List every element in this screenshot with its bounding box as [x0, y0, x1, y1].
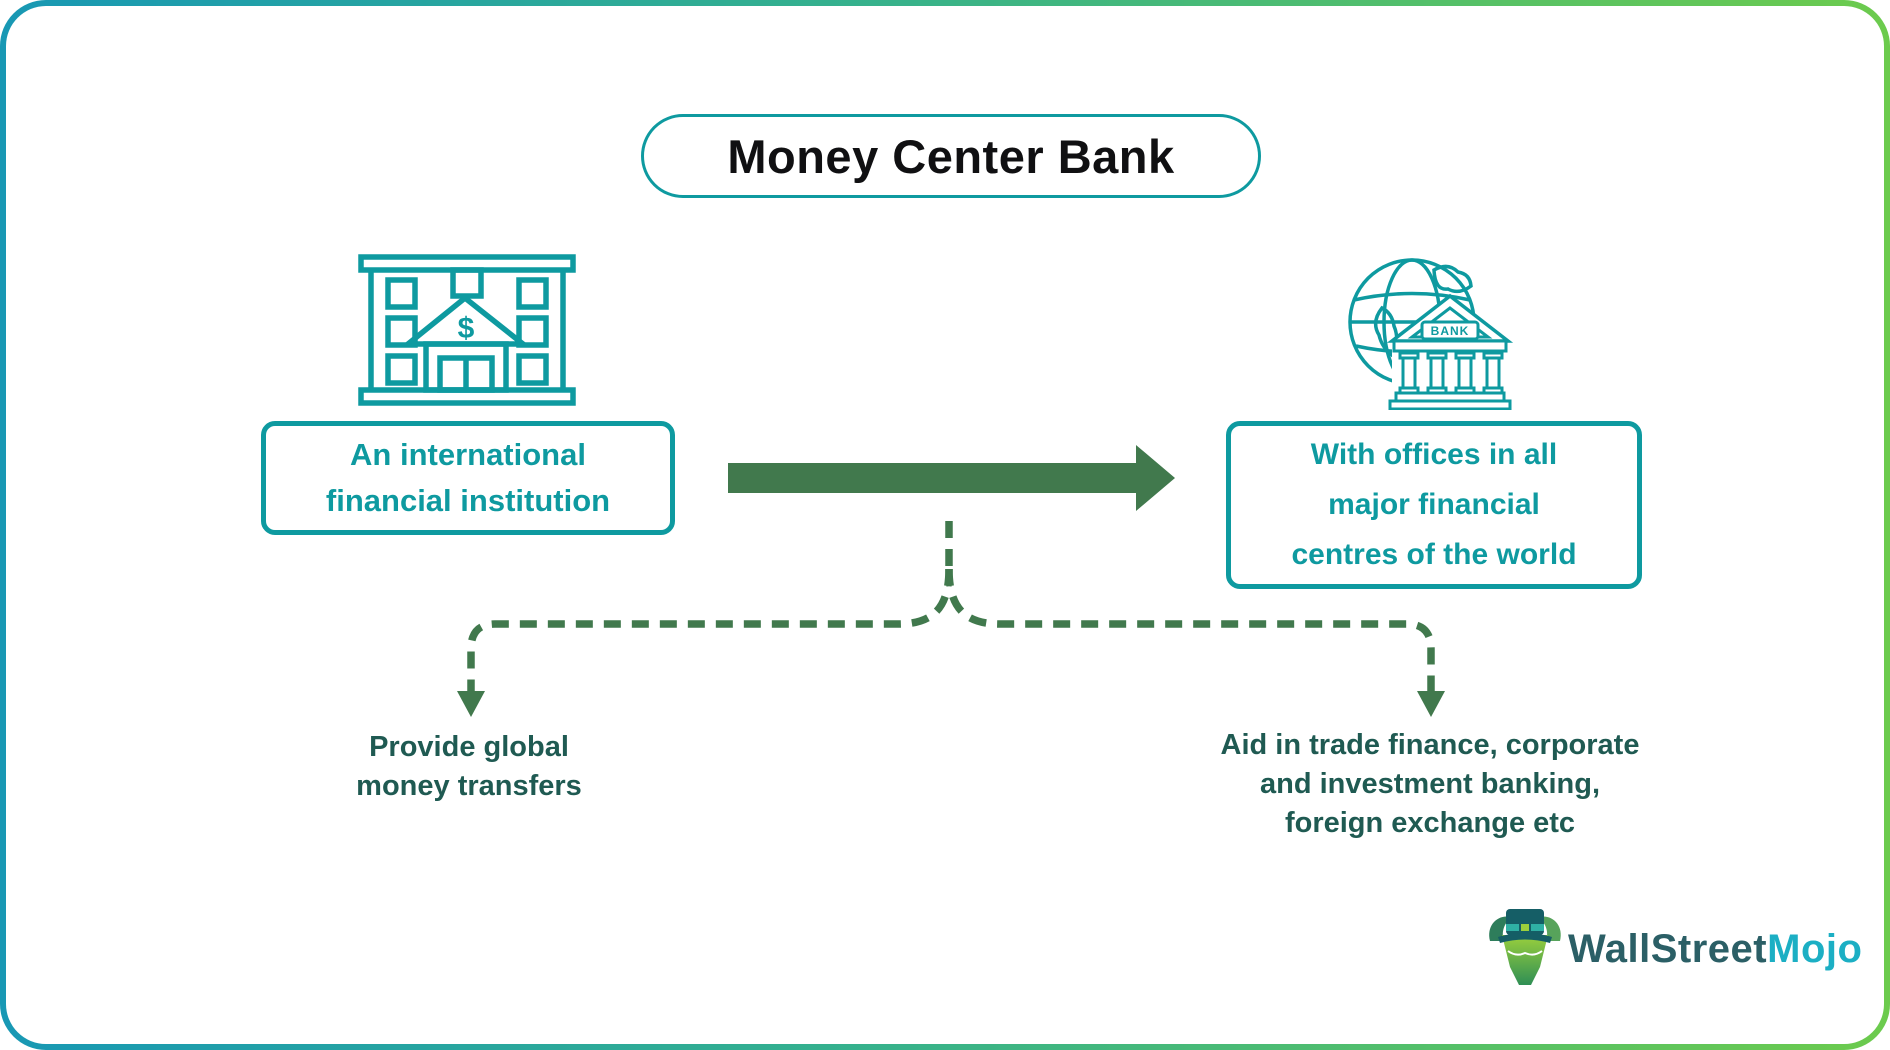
- brand-name-primary: WallStreet: [1568, 927, 1768, 971]
- target-box: With offices in all major financial cent…: [1226, 421, 1642, 589]
- outcome-right-line-2: and investment banking,: [1260, 768, 1600, 800]
- globe-bank-icon: BANK: [1348, 258, 1514, 410]
- brand-logo: WallStreetMojo: [1486, 909, 1862, 993]
- dollar-sign-icon: $: [458, 312, 475, 345]
- title-pill: Money Center Bank: [641, 114, 1261, 198]
- bull-mascot-icon: [1489, 909, 1561, 985]
- outcome-right-line-1: Aid in trade finance, corporate: [1220, 729, 1640, 761]
- bank-sign-label: BANK: [1431, 324, 1470, 338]
- diagram-canvas: Money Center Bank $: [6, 6, 1884, 1044]
- outcome-right: Aid in trade finance, corporate and inve…: [1130, 726, 1730, 843]
- source-line-1: An international: [350, 437, 586, 472]
- arrow-right-icon: [728, 445, 1175, 511]
- page-title: Money Center Bank: [727, 129, 1175, 183]
- target-line-2: major financial: [1328, 488, 1540, 521]
- outcome-right-line-3: foreign exchange etc: [1284, 807, 1576, 839]
- outcome-left-line-2: money transfers: [356, 770, 582, 802]
- arrow-down-icon-left: [457, 691, 485, 717]
- target-line-1: With offices in all: [1310, 438, 1558, 471]
- brand-name-secondary: Mojo: [1767, 927, 1863, 971]
- arrow-down-icon-right: [1417, 691, 1445, 717]
- dashed-branch-connector: [457, 521, 1445, 717]
- bank-building-icon: $: [358, 254, 576, 406]
- source-box: An international financial institution: [261, 421, 675, 535]
- outcome-left: Provide global money transfers: [269, 728, 669, 806]
- brand-name: WallStreetMojo: [1568, 927, 1862, 972]
- source-line-2: financial institution: [325, 483, 611, 518]
- target-line-3: centres of the world: [1291, 538, 1577, 571]
- outcome-left-line-1: Provide global: [369, 731, 569, 763]
